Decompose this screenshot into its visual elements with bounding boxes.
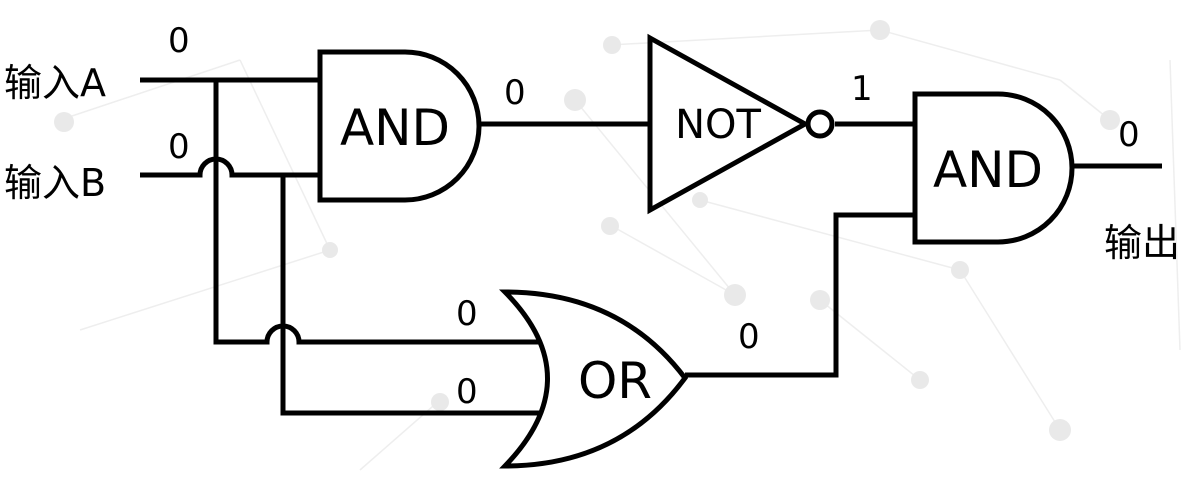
gate-and-2 xyxy=(912,91,1075,245)
gate-label-or: OR xyxy=(578,352,652,410)
input-b-label: 输入B xyxy=(4,161,106,205)
value-input-a: 0 xyxy=(168,21,190,61)
gate-label-not: NOT xyxy=(675,102,761,148)
value-or-in-b: 0 xyxy=(456,372,478,412)
value-or-in-a: 0 xyxy=(456,294,478,334)
input-a-label: 输入A xyxy=(4,61,106,105)
wires xyxy=(140,77,1162,416)
wire-or-to-and2 xyxy=(685,212,915,378)
value-not-out: 1 xyxy=(851,69,873,109)
wire-branch-b-to-or xyxy=(280,175,550,416)
gate-label-and-1: AND xyxy=(340,99,450,157)
wire-input-b xyxy=(140,156,320,178)
value-final-out: 0 xyxy=(1118,115,1140,155)
output-label: 输出 xyxy=(1104,221,1180,265)
gate-and-1 xyxy=(317,49,482,203)
gate-label-and-2: AND xyxy=(933,141,1043,199)
value-or-out: 0 xyxy=(738,317,760,357)
value-and1-out: 0 xyxy=(504,73,526,113)
gate-not xyxy=(647,33,835,215)
value-input-b: 0 xyxy=(168,127,190,167)
not-bubble xyxy=(805,109,835,139)
gate-or xyxy=(499,289,689,469)
